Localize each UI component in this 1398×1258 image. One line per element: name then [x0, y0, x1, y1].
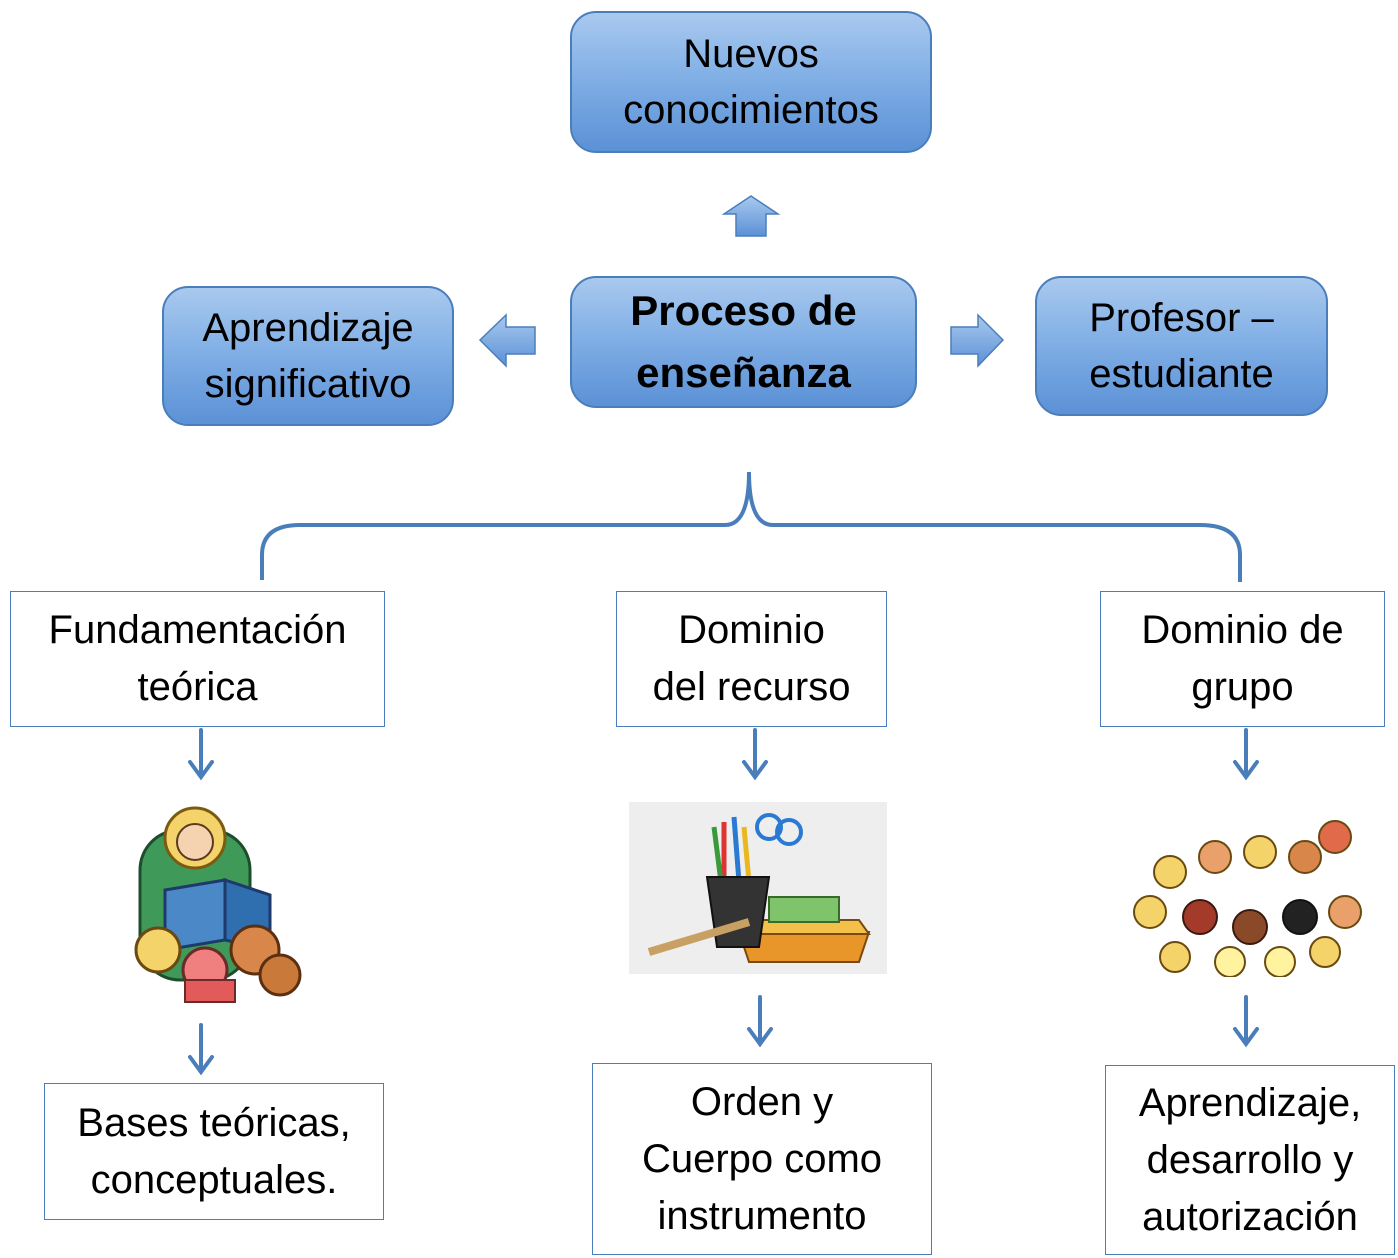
down-arrow-icon: [742, 728, 768, 781]
column-title-box: Fundamentación teórica: [10, 591, 385, 727]
result-line: instrumento: [657, 1193, 867, 1238]
down-arrow-icon: [1233, 995, 1259, 1048]
result-line: autorización: [1142, 1194, 1358, 1239]
brace: [260, 471, 1242, 582]
result-box: Bases teóricas, conceptuales.: [44, 1083, 384, 1220]
down-arrow-icon: [1233, 728, 1259, 781]
down-arrow-icon: [747, 995, 773, 1048]
down-arrow-icon: [188, 728, 214, 781]
right-arrow-icon: [950, 313, 1005, 368]
result-line: conceptuales.: [90, 1157, 338, 1202]
right-box-line2: estudiante: [1089, 352, 1274, 396]
column-title-line1: Dominio de: [1141, 608, 1344, 652]
left-box-line2: significativo: [204, 362, 412, 406]
right-box-line1: Profesor –: [1089, 296, 1274, 340]
top-box-line1: Nuevos: [683, 32, 819, 76]
right-box: Profesor – estudiante: [1035, 276, 1328, 416]
center-box-line1: Proceso de: [630, 287, 857, 334]
column-title-box: Dominio de grupo: [1100, 591, 1385, 727]
result-line: desarrollo y: [1146, 1137, 1354, 1182]
teacher-reading-illustration: [134, 806, 302, 1003]
school-supplies-illustration: [629, 802, 887, 974]
column-title-box: Dominio del recurso: [616, 591, 887, 727]
column-title-line2: teórica: [137, 665, 258, 709]
column-title-line1: Fundamentación: [48, 608, 347, 652]
result-line: Aprendizaje,: [1138, 1080, 1362, 1125]
center-box: Proceso de enseñanza: [570, 276, 917, 408]
left-box-line1: Aprendizaje: [202, 306, 414, 350]
children-circle-illustration: [1133, 820, 1362, 977]
top-box-line2: conocimientos: [623, 88, 879, 132]
result-line: Orden y: [690, 1079, 834, 1124]
result-box: Orden y Cuerpo como instrumento: [592, 1063, 932, 1255]
center-box-line2: enseñanza: [636, 349, 851, 396]
top-box: Nuevos conocimientos: [570, 11, 932, 153]
column-title-line1: Dominio: [678, 608, 825, 652]
down-arrow-icon: [188, 1023, 214, 1076]
up-arrow-icon: [721, 195, 781, 237]
result-box: Aprendizaje, desarrollo y autorización: [1105, 1065, 1395, 1255]
column-title-line2: del recurso: [652, 665, 851, 709]
left-box: Aprendizaje significativo: [162, 286, 454, 426]
column-title-line2: grupo: [1191, 665, 1294, 709]
left-arrow-icon: [478, 313, 536, 368]
result-line: Bases teóricas,: [77, 1100, 351, 1145]
result-line: Cuerpo como: [641, 1136, 883, 1181]
